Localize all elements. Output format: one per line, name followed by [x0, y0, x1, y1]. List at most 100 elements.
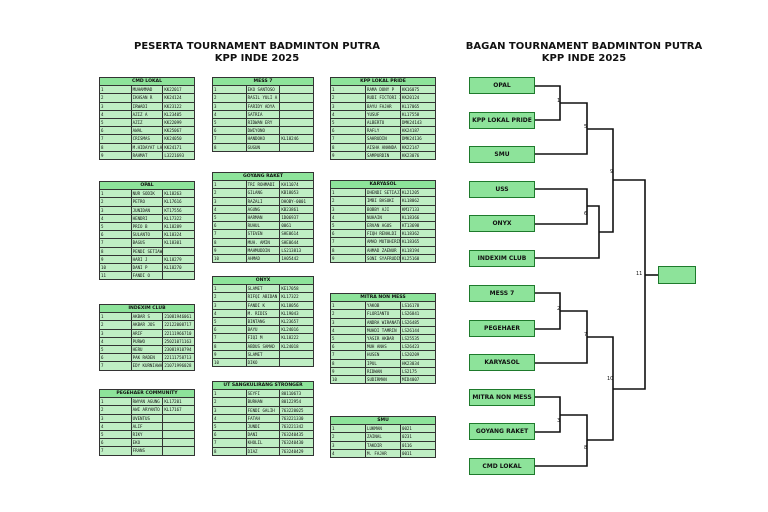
bracket-team-indexim-club: INDEXIM CLUB	[469, 250, 535, 267]
bracket-title-line1: BAGAN TOURNAMENT BADMINTON PUTRA	[465, 41, 703, 52]
player-id: 763240429	[279, 446, 314, 456]
match-number-8: 8	[584, 445, 588, 451]
bracket-line-m6	[535, 205, 600, 259]
bracket-line-m7	[535, 310, 588, 364]
match-number-3: 3	[557, 418, 561, 424]
player-id: KK23076	[400, 150, 436, 160]
bracket-team-mitra-non-mess: MITRA NON MESS	[469, 389, 535, 406]
bracket-team-goyang-raket: GOYANG RAKET	[469, 423, 535, 440]
match-number-1: 1	[557, 98, 561, 104]
bracket-team-opal: OPAL	[469, 77, 535, 94]
player-id	[279, 357, 314, 368]
player-id	[279, 142, 314, 152]
bracket-team-onyx: ONYX	[469, 215, 535, 232]
match-number-2: 2	[557, 306, 561, 312]
bracket-team-karyasol: KARYASOL	[469, 354, 535, 371]
participants-title: PESERTA TOURNAMENT BADMINTON PUTRA KPP I…	[130, 41, 384, 65]
bracket-title: BAGAN TOURNAMENT BADMINTON PUTRA KPP IND…	[460, 41, 708, 65]
player-id: 1A05442	[279, 253, 314, 264]
bracket-line-m9	[587, 128, 614, 233]
player-id: MID4007	[400, 374, 436, 385]
bracket-line-m8	[535, 414, 588, 467]
match-number-11: 11	[636, 271, 643, 277]
bracket-line-m10	[587, 336, 614, 441]
bracket-team-pegehaer: PEGEHAER	[469, 320, 535, 337]
bracket-team-kpp-lokal-pride: KPP LOKAL PRIDE	[469, 112, 535, 129]
player-id	[162, 271, 195, 281]
match-number-9: 9	[610, 169, 614, 175]
bracket-final-box	[658, 266, 696, 284]
bracket-team-mess-7: MESS 7	[469, 285, 535, 302]
player-id: 21071996028	[162, 361, 195, 371]
player-id	[162, 446, 195, 456]
bracket-line-m2	[535, 188, 588, 225]
player-id: KL25160	[400, 253, 436, 263]
bracket-title-line2: KPP INDE 2025	[541, 53, 627, 64]
player-id: L3221693	[162, 150, 195, 160]
bracket-line-m11	[613, 179, 646, 390]
bracket-team-uss: USS	[469, 181, 535, 198]
match-number-10: 10	[607, 376, 614, 382]
bracket-line-m5	[535, 102, 588, 155]
bracket-team-cmd-lokal: CMD LOKAL	[469, 458, 535, 475]
match-number-5: 5	[584, 124, 588, 130]
bracket-line-m4	[535, 396, 561, 433]
bracket-team-smu: SMU	[469, 146, 535, 163]
player-id: 0011	[400, 448, 436, 458]
match-number-6: 6	[584, 211, 588, 217]
participants-title-line2: KPP INDE 2025	[214, 53, 300, 64]
